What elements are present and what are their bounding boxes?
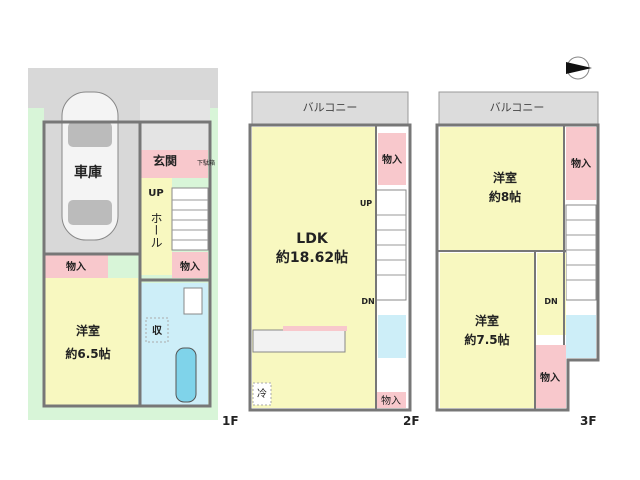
label-bedroom-name: 洋室 <box>76 323 100 338</box>
floor-label-1f: 1F <box>222 414 239 428</box>
label-storage-right: 物入 <box>180 260 200 273</box>
hall-area <box>537 253 566 335</box>
stairs-icon <box>375 189 407 301</box>
storage-bottom-area <box>536 345 566 408</box>
walls-2f <box>248 123 412 412</box>
label-storage-top: 物入 <box>382 153 402 166</box>
label-bedroom2-size: 約7.5帖 <box>464 332 509 347</box>
label-balcony: バルコニー <box>490 101 545 114</box>
car-icon <box>61 91 119 241</box>
label-garage: 車庫 <box>74 164 102 181</box>
label-shoe-box: 下駄箱 <box>197 159 215 167</box>
stairs-icon <box>565 204 597 301</box>
closet-box <box>145 317 169 343</box>
label-dn: DN <box>361 297 374 306</box>
north-arrow-icon <box>566 56 592 80</box>
label-storage-bottom: 物入 <box>540 371 560 384</box>
label-storage-top: 物入 <box>571 157 591 170</box>
label-bedroom2-name: 洋室 <box>475 313 499 328</box>
walls-1f <box>42 120 212 408</box>
floor-3f: バルコニー 洋室 約8帖 洋室 約7.5帖 物入 物入 DN 3F <box>435 91 600 428</box>
porch <box>140 100 210 150</box>
sink-icon <box>183 287 203 315</box>
label-balcony: バルコニー <box>303 101 358 114</box>
storage-top-area <box>378 133 406 185</box>
label-hall: ホール <box>149 212 163 248</box>
storage-top-area <box>566 127 596 200</box>
bedroom1-area <box>440 127 564 250</box>
label-dn: DN <box>544 297 557 306</box>
floor-label-2f: 2F <box>403 414 420 428</box>
balcony-area <box>438 91 599 126</box>
label-bedroom-size: 約6.5帖 <box>65 346 110 361</box>
label-entrance: 玄関 <box>153 153 177 168</box>
floor-label-3f: 3F <box>580 414 597 428</box>
label-up: UP <box>360 199 372 208</box>
hall-area <box>140 178 172 275</box>
toilet-area <box>378 315 406 358</box>
floor-1f: 車庫 玄関 下駄箱 UP ホール 物入 物入 洋室 約6.5帖 収 1F <box>28 68 239 428</box>
entrance-area <box>140 150 208 178</box>
floor-2f: バルコニー LDK 約18.62帖 物入 物入 UP DN 冷 2F <box>248 91 420 428</box>
label-ldk-name: LDK <box>296 231 329 247</box>
label-ldk-size: 約18.62帖 <box>276 249 348 266</box>
bathtub-icon <box>175 347 197 403</box>
bedroom2-area <box>440 253 535 408</box>
storage-right-area <box>172 252 208 278</box>
label-up: UP <box>148 188 163 199</box>
storage-bottom-area <box>376 392 406 408</box>
label-storage-bottom: 物入 <box>381 394 401 407</box>
label-bedroom1-name: 洋室 <box>493 170 517 185</box>
label-fridge: 冷 <box>257 387 267 400</box>
label-storage-left: 物入 <box>66 260 86 273</box>
fridge-box <box>252 382 272 406</box>
storage-left-area <box>44 253 108 278</box>
toilet-area <box>566 315 596 358</box>
label-closet: 収 <box>152 325 163 337</box>
kitchen-counter <box>252 329 346 353</box>
bedroom-area <box>44 278 138 405</box>
label-bedroom1-size: 約8帖 <box>489 189 521 204</box>
stairs-icon <box>171 187 209 251</box>
walls-3f <box>435 123 600 412</box>
ldk-area <box>252 127 376 408</box>
